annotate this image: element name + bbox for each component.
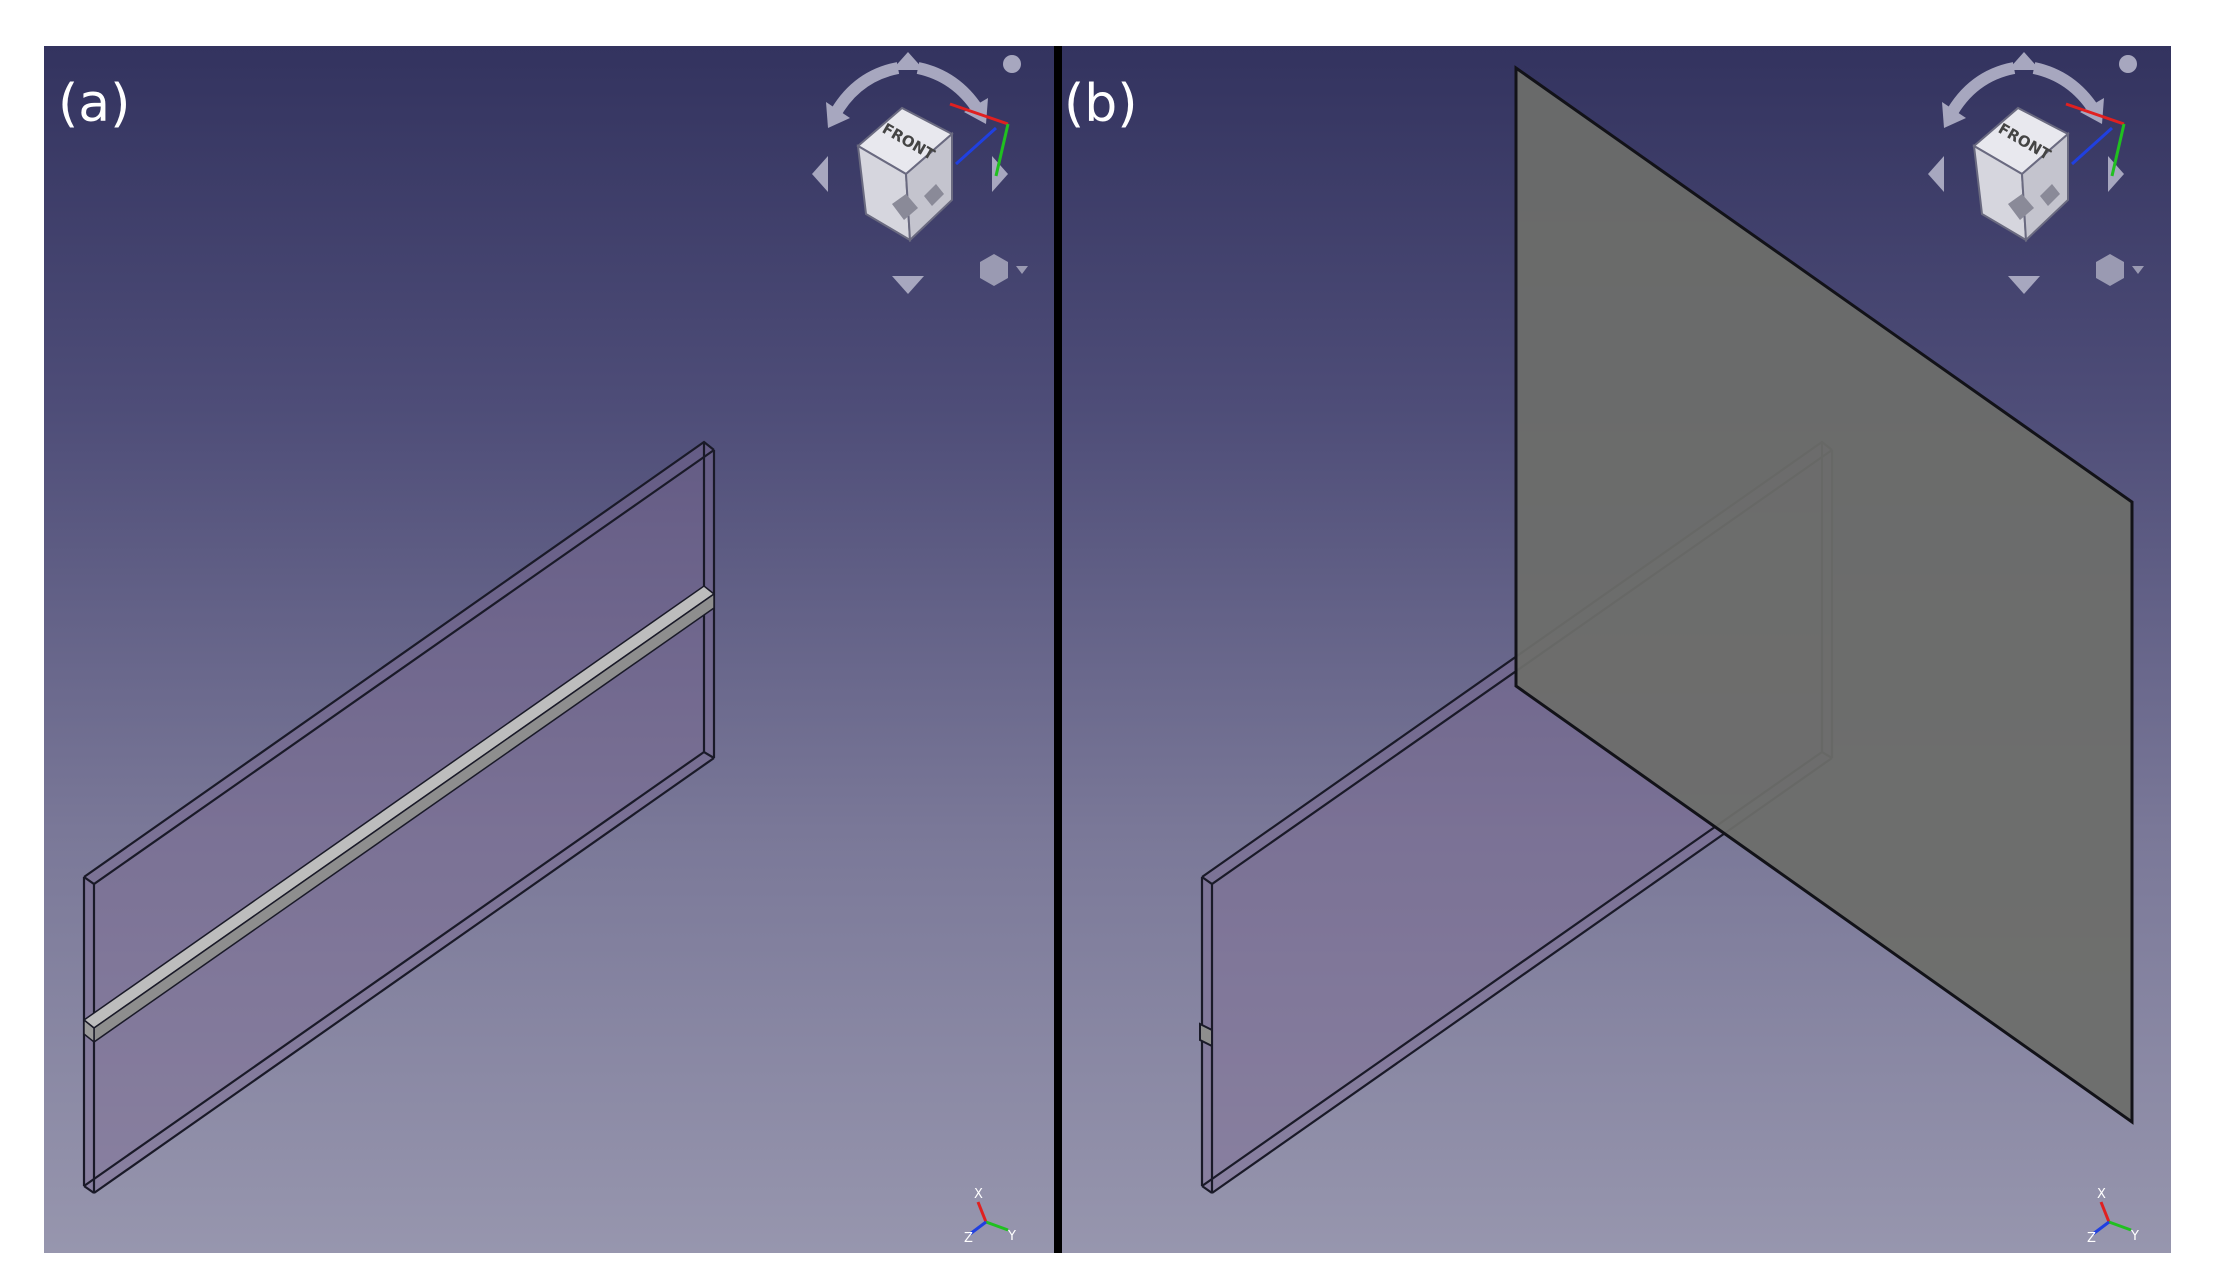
panel-label-a: (a)	[58, 74, 131, 134]
axis-z-line	[2092, 1220, 2110, 1236]
view-cube-icon[interactable]	[856, 106, 954, 243]
arrow-down-icon[interactable]	[892, 276, 924, 294]
rotate-left-icon[interactable]	[828, 62, 900, 120]
arrow-right-icon[interactable]	[2108, 156, 2124, 192]
arrow-left-icon[interactable]	[1928, 156, 1944, 192]
rotate-right-arrowhead-icon	[964, 98, 988, 124]
rotate-left-icon[interactable]	[1944, 62, 2016, 120]
axis-x-label: X	[2097, 1187, 2106, 1202]
section-plane	[1514, 65, 2134, 1125]
viewport-a[interactable]: (a) FRONT	[44, 46, 1056, 1253]
rotate-right-arrowhead-icon	[2080, 98, 2104, 124]
cube-axis-z	[954, 126, 998, 166]
viewport-b[interactable]: (b) FRONT	[1062, 46, 2171, 1253]
axis-z-line	[969, 1220, 987, 1236]
navigation-cube[interactable]: FRONT	[806, 46, 1056, 306]
arrow-right-icon[interactable]	[992, 156, 1008, 192]
axis-x-line	[976, 1201, 988, 1223]
arrow-up-icon[interactable]	[2008, 52, 2040, 70]
panel-label-b: (b)	[1064, 74, 1138, 134]
axis-y-line	[2108, 1220, 2132, 1232]
panel-divider	[1054, 46, 1062, 1253]
arrow-down-icon[interactable]	[2008, 276, 2040, 294]
axis-z-label: Z	[964, 1231, 973, 1244]
view-menu-dot-icon[interactable]	[1003, 55, 1021, 73]
axis-indicator: X Y Z	[2087, 1174, 2157, 1246]
axis-y-label: Y	[2130, 1229, 2139, 1244]
view-menu-dot-icon[interactable]	[2119, 55, 2137, 73]
arrow-left-icon[interactable]	[812, 156, 828, 192]
axis-x-line	[2099, 1201, 2111, 1223]
rotate-left-arrowhead-icon	[1942, 102, 1966, 128]
beam-section	[1199, 1022, 1213, 1048]
axis-indicator: X Y Z	[964, 1174, 1034, 1246]
rotate-right-icon[interactable]	[2032, 62, 2100, 114]
cube-axis-z	[2070, 126, 2114, 166]
arrow-up-icon[interactable]	[892, 52, 924, 70]
cube-axis-y	[994, 123, 1010, 177]
axis-x-label: X	[974, 1187, 983, 1202]
beam	[82, 585, 716, 1044]
axis-y-line	[985, 1220, 1009, 1232]
projection-menu-icon[interactable]	[2096, 254, 2144, 286]
axis-y-label: Y	[1007, 1229, 1016, 1244]
cube-axis-y	[2110, 123, 2126, 177]
scene-a[interactable]	[44, 46, 1056, 1253]
cube-axis-x	[2065, 102, 2125, 126]
cube-axis-x	[949, 102, 1009, 126]
rotate-right-icon[interactable]	[916, 62, 984, 114]
projection-menu-icon[interactable]	[980, 254, 1028, 286]
navigation-cube[interactable]: FRONT	[1922, 46, 2171, 306]
axis-z-label: Z	[2087, 1231, 2096, 1244]
rotate-left-arrowhead-icon	[826, 102, 850, 128]
scene-b[interactable]	[1062, 46, 2171, 1253]
view-cube-icon[interactable]	[1972, 106, 2070, 243]
